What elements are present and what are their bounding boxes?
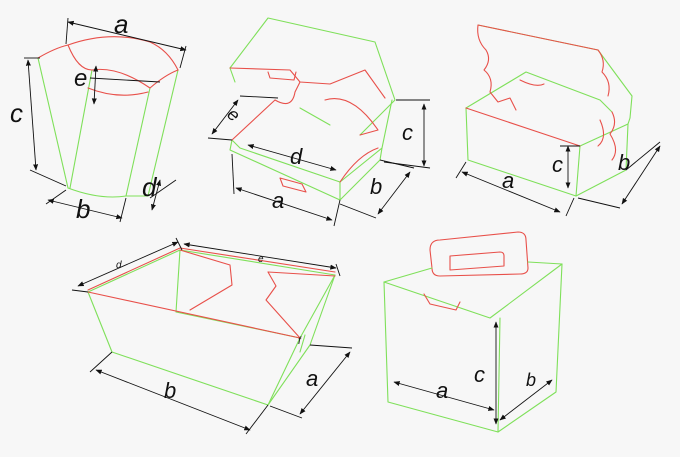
cone-cup-box: a c b d e [10, 9, 187, 224]
cone-cup-label-b: b [76, 194, 90, 224]
mailer-label-c: c [552, 152, 563, 177]
clamshell-outline [229, 17, 396, 201]
handle-box-label-b: b [526, 370, 536, 390]
handle-box-label-a: a [436, 378, 448, 403]
mailer-label-a: a [502, 168, 514, 193]
clamshell-box: e d a b c [207, 17, 431, 227]
cone-cup-label-a: a [114, 9, 128, 39]
clamshell-label-c: c [402, 120, 413, 145]
cone-cup-label-c: c [10, 98, 23, 128]
mailer-outline [465, 24, 633, 197]
cone-cup-label-d: d [142, 172, 158, 202]
tray-dimensions [71, 237, 353, 435]
handle-box-label-c: c [474, 362, 485, 387]
tray-label-f: f [298, 336, 302, 347]
handle-box-outline [383, 231, 563, 433]
tray-label-e: e [258, 254, 264, 265]
mailer-box: c a b [455, 24, 661, 217]
clamshell-dimensions [207, 95, 431, 227]
cone-cup-dimensions [24, 17, 187, 223]
tray-label-a: a [306, 366, 318, 391]
mailer-dimensions [455, 141, 661, 217]
mailer-label-b: b [618, 150, 630, 175]
tray-label-d: d [116, 260, 122, 271]
tray-label-b: b [164, 378, 176, 403]
clamshell-label-d: d [290, 144, 303, 169]
clamshell-label-a: a [272, 188, 284, 213]
cone-cup-label-e: e [74, 65, 87, 92]
cone-cup-outline [37, 36, 179, 198]
clamshell-label-b: b [370, 174, 382, 199]
clamshell-label-e: e [223, 104, 244, 126]
tray-box: d e b a f [71, 237, 353, 435]
handle-box: a c b [383, 231, 563, 433]
handle-box-dimensions [393, 321, 553, 425]
